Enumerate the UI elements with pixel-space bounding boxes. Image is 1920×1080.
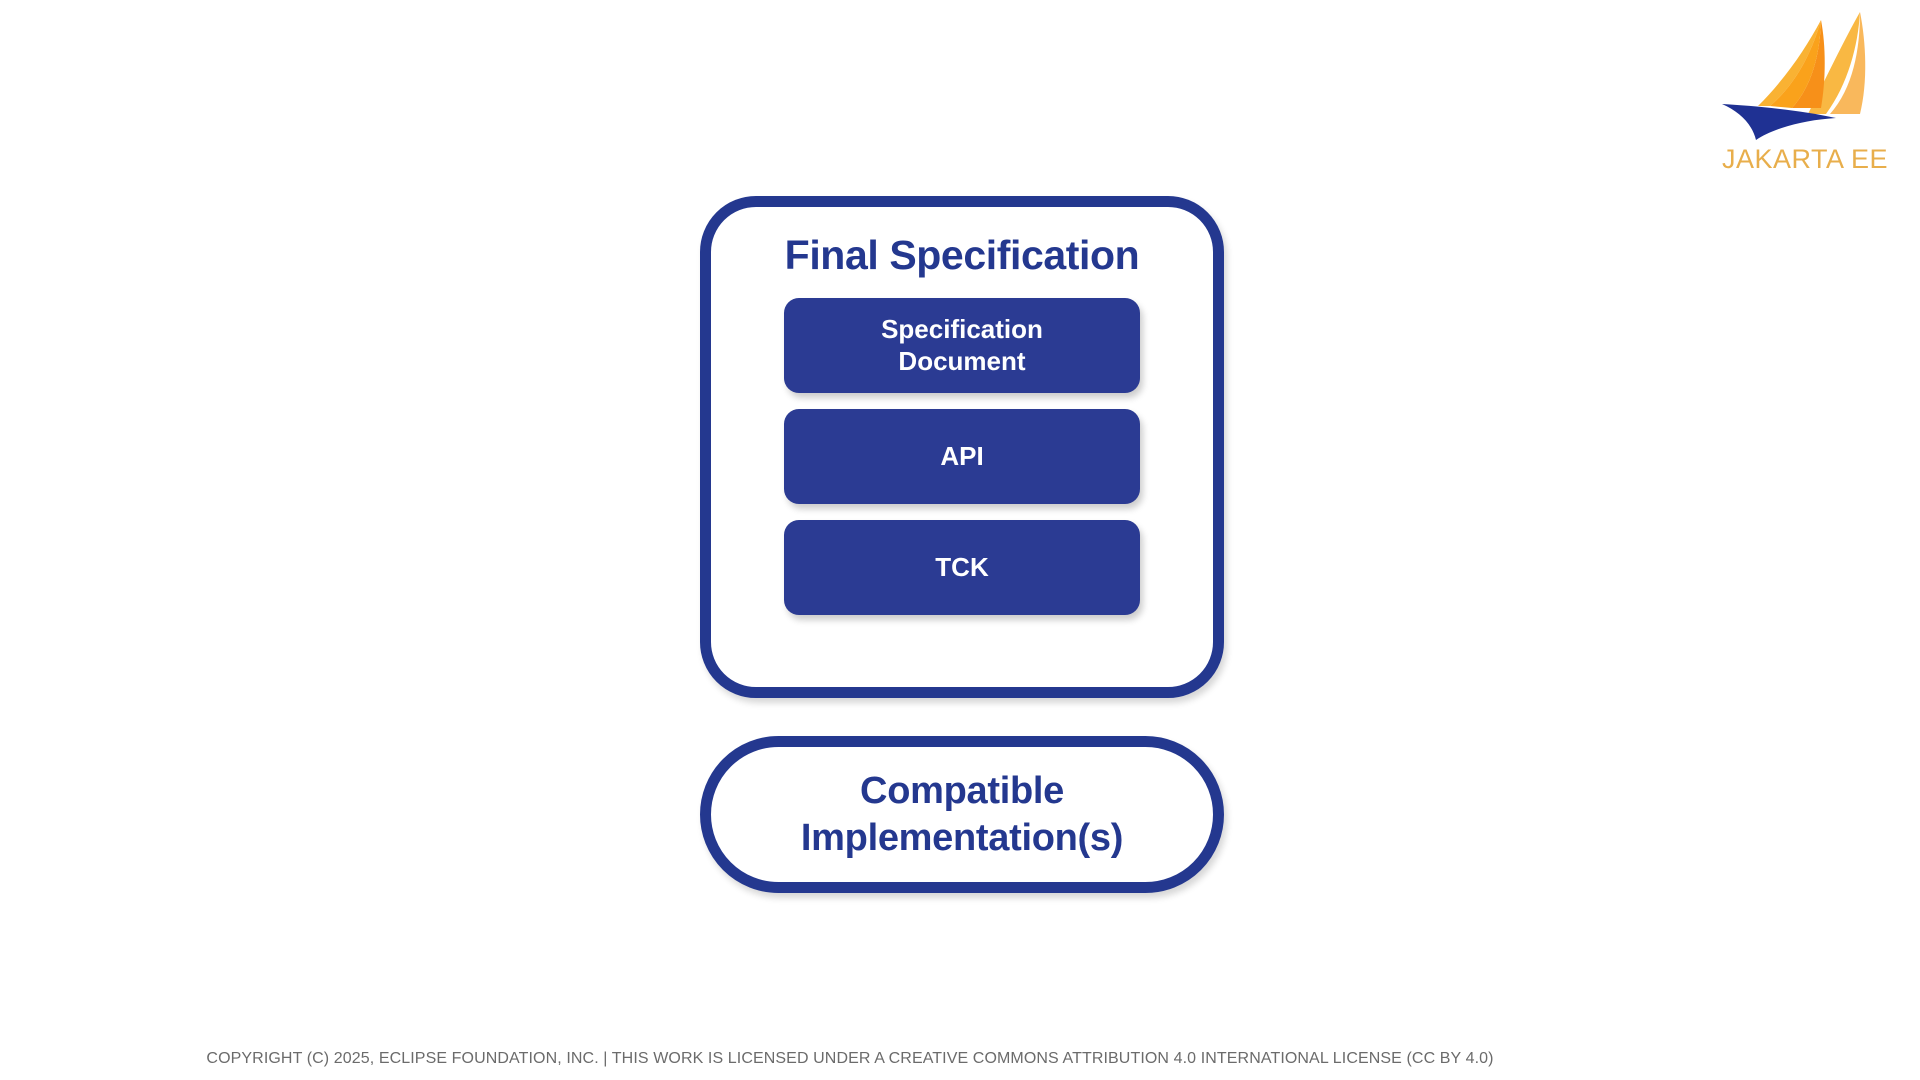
jakarta-ee-wordmark: JAKARTA EE: [1721, 144, 1889, 174]
jakarta-ee-logo: JAKARTA EE: [1700, 6, 1910, 206]
spec-block-specification-document: Specification Document: [784, 298, 1140, 394]
copyright-footer: COPYRIGHT (C) 2025, ECLIPSE FOUNDATION, …: [206, 1050, 1494, 1067]
final-specification-container: Final Specification Specification Docume…: [700, 196, 1224, 698]
jakarta-ee-sailboat-icon: [1708, 6, 1898, 141]
compatible-implementations-box: Compatible Implementation(s): [700, 736, 1224, 893]
specification-artifact-list: Specification Document API TCK: [784, 298, 1140, 616]
final-specification-title: Final Specification: [784, 232, 1140, 278]
spec-block-tck: TCK: [784, 520, 1140, 616]
spec-block-api: API: [784, 409, 1140, 505]
specification-diagram: Final Specification Specification Docume…: [700, 196, 1224, 893]
